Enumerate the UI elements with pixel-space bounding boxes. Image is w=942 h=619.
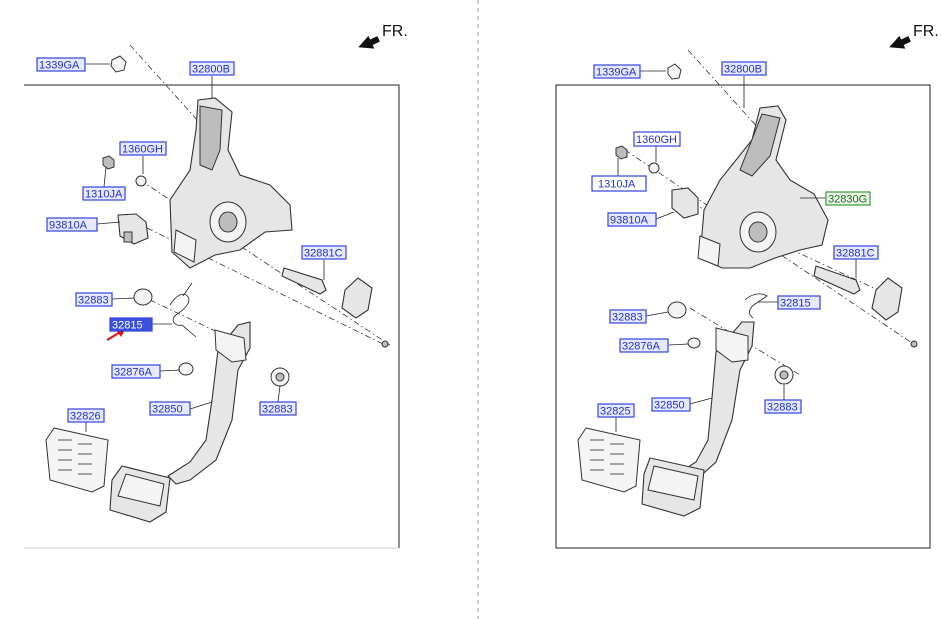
- label-1339ga-text: 1339GA: [39, 60, 80, 72]
- pedal-arm-32850-right: [641, 321, 755, 517]
- label-32881c-right-text: 32881C: [836, 248, 875, 260]
- label-93810a-text: 93810A: [49, 220, 88, 232]
- label-32826[interactable]: 32826: [67, 408, 105, 423]
- label-32825-text: 32825: [600, 406, 631, 418]
- switch-93810a: [117, 213, 149, 245]
- label-32850-text: 32850: [152, 404, 183, 416]
- label-32881c-text: 32881C: [304, 248, 343, 260]
- label-1310ja-text: 1310JA: [85, 189, 123, 201]
- nut-1310ja-right: [615, 145, 628, 160]
- bolt-32881c-right: [813, 265, 861, 295]
- label-32883-lower-text: 32883: [262, 404, 293, 416]
- label-1339ga-right-text: 1339GA: [596, 67, 637, 79]
- left-frame: [24, 84, 400, 548]
- label-1339ga-right[interactable]: 1339GA: [593, 64, 641, 79]
- label-32850-right[interactable]: 32850: [651, 397, 691, 412]
- spring-32815-right: [744, 293, 768, 319]
- nut-1339ga-right: [667, 63, 682, 80]
- label-32815-right-text: 32815: [780, 298, 811, 310]
- label-32800b-right[interactable]: 32800B: [721, 61, 767, 76]
- label-32881c[interactable]: 32881C: [301, 245, 347, 260]
- nut-1339ga: [110, 55, 127, 73]
- label-32883-upper-text: 32883: [78, 295, 109, 307]
- label-1360gh-text: 1360GH: [122, 144, 163, 156]
- label-93810a[interactable]: 93810A: [46, 217, 98, 232]
- label-32800b-text: 32800B: [192, 64, 230, 76]
- label-32876a[interactable]: 32876A: [111, 364, 161, 379]
- front-direction-label: FR.: [382, 23, 408, 40]
- label-32883-lower-right[interactable]: 32883: [764, 399, 802, 414]
- label-1339ga[interactable]: 1339GA: [36, 57, 86, 72]
- label-32881c-right[interactable]: 32881C: [833, 245, 879, 260]
- sensor-assembly: [341, 277, 389, 348]
- right-panel: FR.: [555, 23, 939, 549]
- pedal-pad-32825: [577, 427, 641, 493]
- left-panel: FR.: [24, 23, 408, 549]
- bushing-32883-lower: [270, 367, 290, 387]
- label-32815-right[interactable]: 32815: [777, 295, 821, 310]
- label-1310ja[interactable]: 1310JA: [82, 186, 126, 201]
- label-32826-text: 32826: [70, 411, 101, 423]
- label-32883-upper-right-text: 32883: [612, 312, 643, 324]
- label-1310ja-right[interactable]: 1310JA: [591, 175, 647, 192]
- label-32825[interactable]: 32825: [597, 403, 635, 418]
- spring-32815: [169, 282, 197, 338]
- pedal-bracket-32800b: [169, 97, 293, 269]
- front-direction-icon-right: FR.: [889, 23, 939, 49]
- right-frame: [555, 84, 931, 549]
- label-32883-upper-right[interactable]: 32883: [609, 309, 647, 324]
- clip-1360gh-right: [648, 162, 660, 174]
- label-32815-text: 32815: [112, 320, 143, 332]
- bolt-32881c: [281, 267, 327, 295]
- bushing-32876a: [178, 362, 194, 376]
- label-32876a-text: 32876A: [114, 367, 153, 379]
- pedal-pad-32826: [45, 427, 109, 493]
- label-32850-right-text: 32850: [654, 400, 685, 412]
- front-direction-icon: FR.: [358, 23, 408, 49]
- bushing-32883-upper-right: [667, 301, 687, 319]
- label-32883-lower-right-text: 32883: [767, 402, 798, 414]
- label-32876a-right-text: 32876A: [622, 341, 661, 353]
- front-direction-label-right: FR.: [913, 23, 939, 40]
- label-1360gh-right-text: 1360GH: [636, 134, 677, 146]
- label-32830g[interactable]: 32830G: [825, 191, 871, 206]
- label-1360gh-right[interactable]: 1360GH: [633, 131, 681, 147]
- bushing-32883-lower-right: [774, 365, 794, 385]
- bushing-32876a-right: [687, 337, 701, 349]
- label-32883-lower[interactable]: 32883: [259, 401, 297, 416]
- label-32876a-right[interactable]: 32876A: [619, 338, 669, 353]
- clip-1360gh: [135, 175, 147, 187]
- label-1360gh[interactable]: 1360GH: [119, 141, 167, 156]
- switch-93810a-right: [671, 187, 699, 219]
- label-32800b[interactable]: 32800B: [189, 61, 235, 76]
- nut-1310ja: [102, 155, 115, 170]
- label-32850[interactable]: 32850: [149, 401, 191, 416]
- label-32815[interactable]: 32815: [109, 317, 153, 332]
- label-93810a-right[interactable]: 93810A: [607, 212, 657, 227]
- label-93810a-right-text: 93810A: [610, 215, 649, 227]
- pedal-arm-32850: [109, 321, 251, 523]
- label-32800b-right-text: 32800B: [724, 64, 762, 76]
- label-1310ja-right-text: 1310JA: [598, 179, 636, 191]
- label-32830g-text: 32830G: [828, 194, 867, 206]
- bushing-32883-upper: [133, 288, 153, 306]
- pedal-bracket-32800b-right: [697, 105, 829, 269]
- sensor-assembly-right: [871, 277, 918, 348]
- label-32883-upper[interactable]: 32883: [75, 292, 113, 307]
